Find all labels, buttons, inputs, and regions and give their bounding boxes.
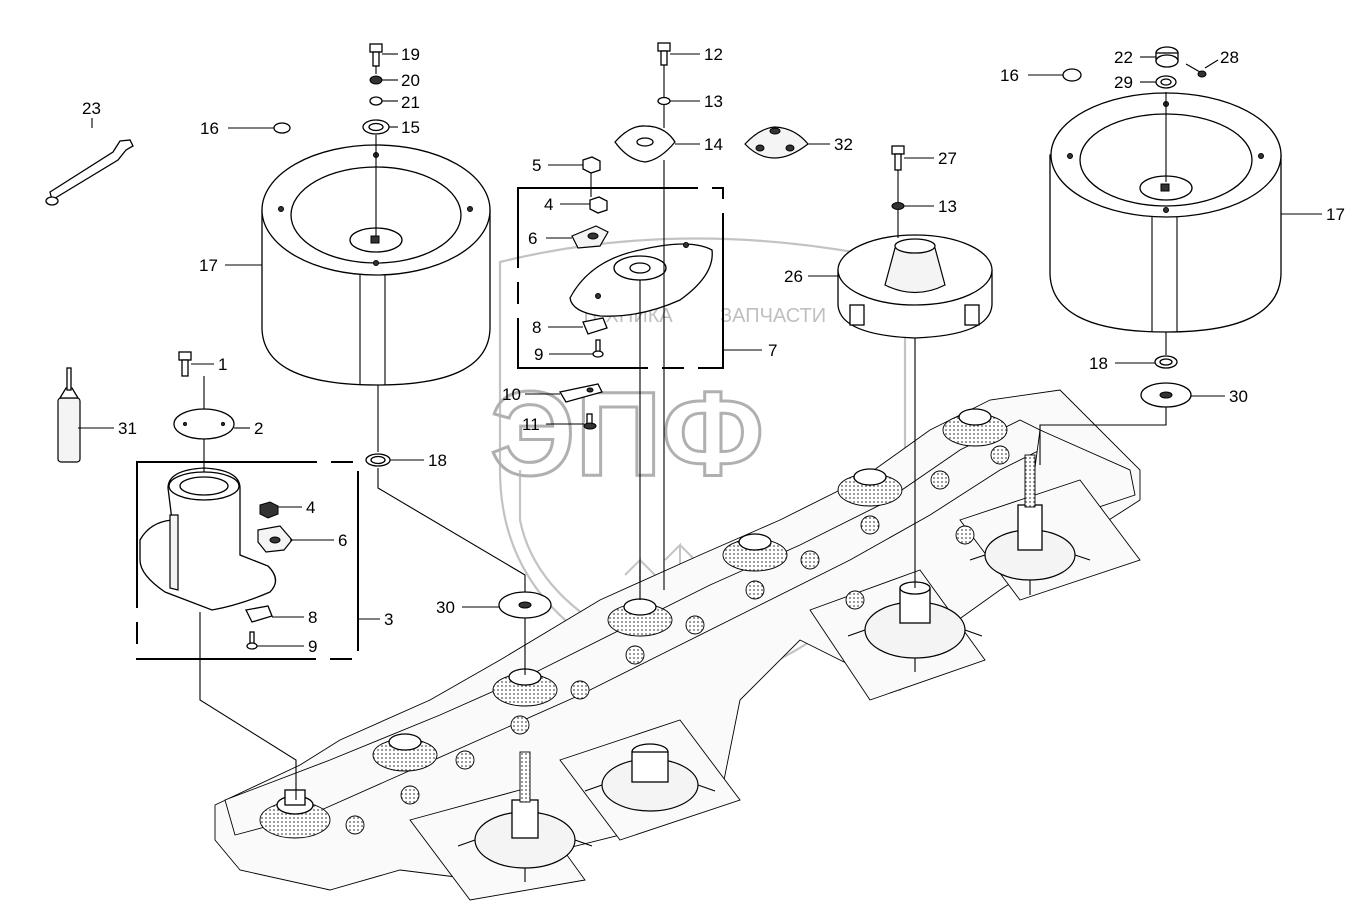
callout-numbers: 19 20 21 15 16 17 23 31 1 2 4 6 8 9 3 18… (82, 45, 1345, 656)
washer-part-20 (369, 75, 383, 85)
washer-part-29 (1155, 75, 1177, 89)
ring-part-18-right (1154, 355, 1178, 369)
drum-right-part-17 (1049, 92, 1282, 333)
callout-32: 32 (834, 135, 853, 154)
disc-hub-7 (942, 408, 1008, 447)
disc-hub-6 (837, 468, 903, 507)
callout-28: 28 (1220, 48, 1239, 67)
callout-17-left: 17 (199, 256, 218, 275)
wrench-part-23 (45, 139, 134, 206)
bolt-part-11 (583, 413, 597, 430)
callout-14: 14 (704, 135, 723, 154)
cone-part-14 (614, 125, 676, 163)
cutter-bar-assembly (214, 389, 1141, 901)
gearbox-spider-left2 (584, 743, 716, 812)
grease-tube-part-31 (57, 367, 81, 463)
callout-27: 27 (938, 149, 957, 168)
plug-part-16-right (1062, 68, 1082, 82)
nut-part-4-mid (589, 196, 608, 214)
callout-18-right: 18 (1089, 354, 1108, 373)
disc-part-30-right (1140, 382, 1192, 408)
callout-19: 19 (401, 45, 420, 64)
disc-hub-2 (372, 733, 438, 772)
callout-16-left: 16 (200, 119, 219, 138)
callout-13-mid: 13 (704, 92, 723, 111)
callout-8-mid: 8 (532, 318, 541, 337)
gearbox-spider-right (969, 454, 1091, 595)
knife-blade-part-10 (558, 383, 603, 403)
bolt-part-27 (891, 145, 905, 171)
callout-11: 11 (522, 415, 540, 434)
disc-hub-5 (722, 533, 788, 572)
knife-holder-part-6-left (257, 525, 293, 553)
callout-leaders (78, 53, 1322, 647)
callout-15: 15 (401, 118, 420, 137)
cutting-disc-part-7 (569, 242, 713, 317)
watermark-big: ЭПФ (490, 367, 764, 501)
gearbox-spider-left (457, 751, 593, 882)
callout-3: 3 (384, 610, 393, 629)
plug-part-16-left (273, 122, 291, 134)
knife-holder-part-6-mid (571, 225, 609, 249)
nut-part-4-left (259, 501, 279, 519)
bracket-frame-part-3 (136, 461, 359, 660)
bearing-housing-part-3 (139, 467, 277, 611)
washer-part-13-mid (657, 96, 671, 106)
callout-30-left: 30 (436, 598, 455, 617)
callout-22: 22 (1114, 48, 1133, 67)
callout-5: 5 (532, 156, 541, 175)
callout-20: 20 (401, 71, 420, 90)
cap-washer-part-15 (362, 119, 390, 135)
callout-21: 21 (401, 93, 420, 112)
disc-part-30-left (498, 591, 552, 619)
screw-part-9-left (246, 631, 258, 650)
callout-30-right: 30 (1229, 387, 1248, 406)
disc-hub-3 (492, 668, 558, 707)
cap-part-22 (1155, 46, 1179, 68)
callout-13-right: 13 (938, 197, 957, 216)
callout-29: 29 (1114, 73, 1133, 92)
bracket-frame-part-7 (517, 187, 724, 369)
cover-plate-part-2 (173, 408, 235, 440)
cone-part-32 (744, 126, 809, 159)
callout-1: 1 (218, 355, 227, 374)
callout-6-mid: 6 (528, 229, 537, 248)
plate-part-8-left (245, 605, 273, 623)
callout-4-mid: 4 (544, 195, 553, 214)
callout-4-left: 4 (306, 498, 315, 517)
drum-left-part-17 (261, 144, 491, 386)
callout-7: 7 (768, 341, 777, 360)
callout-9-left: 9 (308, 637, 317, 656)
screw-part-28 (1185, 63, 1207, 78)
washer-part-21 (369, 96, 383, 106)
gearbox-spider-mid (847, 581, 983, 672)
plate-part-8-mid (582, 317, 608, 335)
assembly-lines (199, 65, 1167, 800)
callout-23: 23 (82, 99, 101, 118)
hub-cone-part-26 (837, 234, 993, 339)
callout-9-mid: 9 (534, 345, 543, 364)
disc-hub-4 (607, 598, 673, 637)
bearing-rings (345, 445, 1010, 835)
watermark-line2: ЗАПЧАСТИ (720, 305, 826, 327)
bolt-part-12 (657, 42, 671, 66)
callout-17-right: 17 (1326, 205, 1345, 224)
bolt-part-1 (178, 351, 192, 377)
callout-16-right: 16 (1000, 66, 1019, 85)
callout-12: 12 (704, 45, 723, 64)
callout-2: 2 (254, 419, 263, 438)
callout-8-left: 8 (308, 608, 317, 627)
callout-26: 26 (784, 267, 803, 286)
washer-part-13-right (891, 202, 905, 210)
ring-part-18-left (365, 453, 391, 467)
callout-31: 31 (118, 419, 137, 438)
nut-part-5 (582, 156, 601, 174)
callout-18-left: 18 (428, 451, 447, 470)
bolt-part-19 (369, 43, 383, 67)
screw-part-9-mid (592, 339, 604, 358)
callout-10: 10 (502, 385, 521, 404)
disc-hub-1 (259, 789, 331, 839)
callout-6-left: 6 (338, 531, 347, 550)
